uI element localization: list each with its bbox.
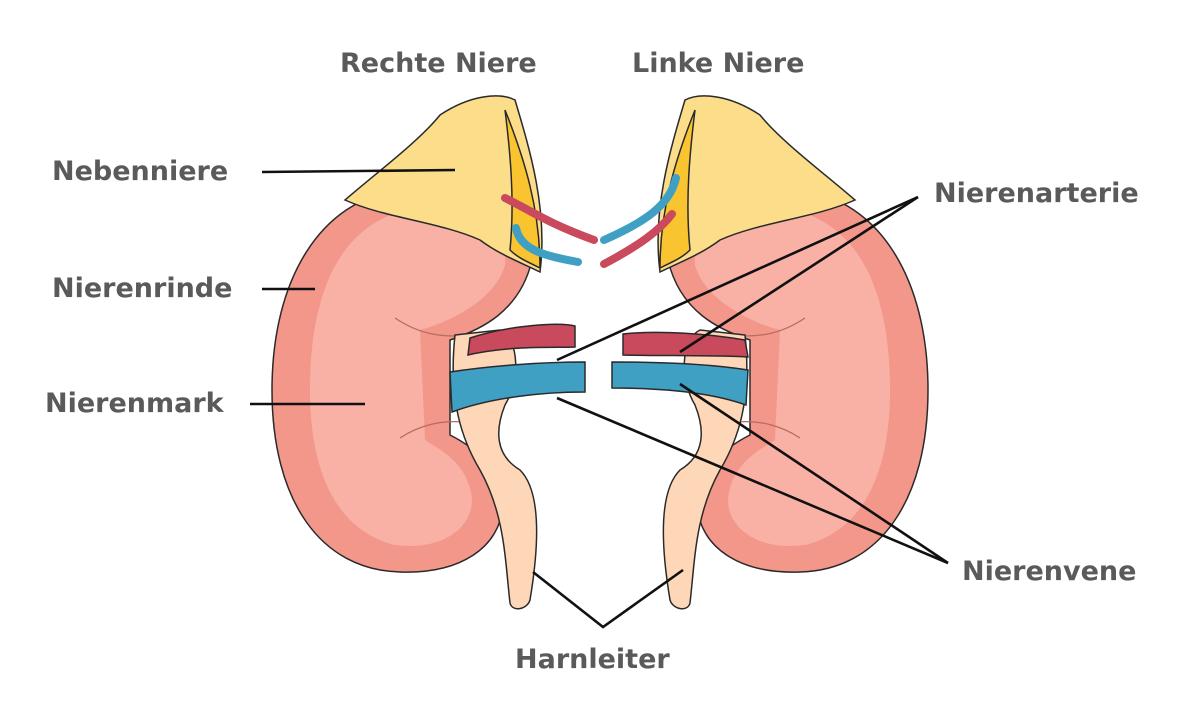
- left-renal-vein: [611, 361, 749, 407]
- left-sinus-curve-bottom: [737, 421, 801, 439]
- right-kidney-medulla: [310, 212, 506, 546]
- left-adrenal-body: [657, 95, 857, 274]
- leader-ureter: [532, 568, 684, 629]
- label-medulla: Nierenmark: [45, 388, 224, 419]
- label-artery: Nierenarterie: [934, 178, 1139, 209]
- left-adrenal-inner: [659, 109, 696, 270]
- left-renal-artery: [622, 331, 749, 358]
- label-ureter: Harnleiter: [515, 644, 670, 675]
- leader-artery-a: [556, 195, 919, 362]
- right-renal-artery: [467, 323, 576, 356]
- title-left-kidney: Linke Niere: [632, 48, 805, 79]
- right-kidney: [271, 187, 534, 573]
- leader-lines: [250, 168, 949, 629]
- right-renal-vein: [449, 361, 586, 414]
- left-kidney-medulla: [694, 212, 890, 546]
- left-kidney: [666, 187, 929, 573]
- right-sinus-curve-bottom: [399, 421, 463, 439]
- leader-vein-a: [556, 396, 949, 565]
- adrenal-vessels: [501, 174, 680, 268]
- leader-vein-b: [679, 382, 949, 565]
- title-right-kidney: Rechte Niere: [340, 48, 537, 79]
- right-adrenal-artery: [501, 194, 598, 244]
- renal-arteries: [467, 323, 749, 358]
- renal-veins: [449, 361, 749, 414]
- leader-adrenal: [261, 168, 456, 174]
- right-adrenal-body: [343, 95, 543, 274]
- left-adrenal-artery: [600, 210, 676, 268]
- right-adrenal-vein: [512, 224, 582, 266]
- label-cortex: Nierenrinde: [52, 273, 233, 304]
- leader-artery-b: [679, 195, 919, 354]
- left-adrenal-vein: [600, 174, 680, 244]
- left-adrenal: [657, 95, 857, 274]
- label-vein: Nierenvene: [962, 556, 1137, 587]
- label-adrenal: Nebenniere: [52, 156, 229, 187]
